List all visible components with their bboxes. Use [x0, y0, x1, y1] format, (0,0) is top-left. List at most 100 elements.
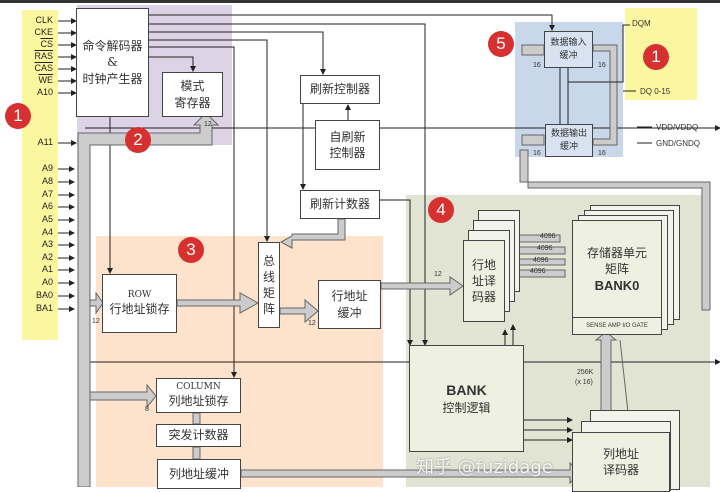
block-label: 矩 [262, 286, 275, 300]
row-decoder-block: 行地 址译 码器 [463, 240, 505, 322]
signal-cs: CS [40, 39, 53, 49]
refresh-controller-block: 刷新控制器 [300, 75, 380, 104]
signal-a1: A1 [41, 264, 53, 274]
signal-a8: A8 [41, 176, 53, 186]
width-label: 4096 [537, 245, 553, 252]
block-label: 码器 [471, 290, 496, 305]
signal-a6: A6 [41, 201, 53, 211]
block-label: 缓冲 [337, 305, 362, 320]
width-label: 256K [577, 369, 594, 376]
burst-counter-block: 突发计数器 [156, 424, 241, 447]
signal-ba1: BA1 [35, 303, 53, 313]
bank-control-logic-block: BANK 控制逻辑 [409, 345, 524, 452]
badge-1-right: 1 [643, 44, 669, 70]
self-refresh-block: 自刷新 控制器 [315, 120, 380, 170]
block-label: 数据输出 [550, 129, 587, 140]
block-label: 阵 [262, 302, 275, 317]
block-label: 线 [262, 269, 275, 284]
block-label: 控制逻辑 [442, 400, 491, 415]
width-label: (x 16) [575, 379, 593, 386]
pin-gnd: GND/GNDQ [656, 139, 700, 148]
width-label: 12 [92, 318, 100, 325]
signal-a10: A10 [36, 87, 53, 97]
badge-1: 1 [5, 103, 31, 129]
pin-vdd: VDD/VDDQ [656, 123, 699, 132]
region-inputs [22, 10, 58, 340]
width-label: 16 [598, 150, 606, 157]
width-label: 8 [145, 406, 149, 413]
refresh-counter-block: 刷新计数器 [300, 190, 380, 219]
block-label: 行地址 [331, 289, 368, 304]
block-label: 址译 [471, 273, 496, 288]
column-decoder-block: 列地址 译码器 [572, 432, 670, 492]
data-input-buffer: 数据输入 缓冲 [544, 31, 593, 68]
bus-matrix-block: 总 线 矩 阵 [258, 242, 280, 328]
width-label: 4096 [533, 257, 549, 264]
block-label: 寄存器 [174, 95, 211, 110]
block-label: 总 [262, 253, 275, 268]
width-label: 4096 [530, 268, 546, 275]
block-label: 存储器单元 [586, 246, 647, 260]
pin-dqm: DQM [632, 19, 651, 28]
mode-register-block: 模式 寄存器 [162, 72, 223, 117]
width-label: 4096 [540, 233, 556, 240]
pin-dq: DQ 0-15 [640, 87, 671, 96]
block-label: BANK [446, 381, 487, 398]
signal-ras: RAS [34, 51, 53, 61]
signal-ba0: BA0 [35, 290, 53, 300]
width-label: 16 [533, 62, 541, 69]
block-label: 行地 [471, 257, 496, 272]
block-label: 突发计数器 [168, 428, 229, 443]
signal-we: WE [38, 75, 54, 85]
command-decoder-block: 命令解码器 & 时钟产生器 [76, 8, 149, 117]
data-output-buffer: 数据输出 缓冲 [545, 124, 593, 157]
block-label: 模式 [180, 79, 205, 94]
block-label: 自刷新 [329, 129, 366, 144]
block-label: 矩阵 [604, 262, 629, 277]
block-label: 时钟产生器 [82, 71, 143, 86]
block-label: ROW [127, 290, 152, 301]
badge-5: 5 [488, 31, 514, 57]
row-buffer-block: 行地址 缓冲 [318, 280, 381, 329]
badge-2: 2 [125, 127, 151, 153]
block-label: COLUMN [176, 382, 221, 393]
signal-clk: CLK [35, 15, 53, 25]
block-label: 控制器 [329, 146, 366, 160]
width-label: 12 [434, 271, 442, 278]
block-label: 刷新计数器 [309, 197, 370, 212]
signal-a2: A2 [41, 252, 53, 262]
watermark: 知乎 @fuzidage [416, 457, 553, 478]
signal-cas: CAS [34, 63, 53, 73]
badge-4: 4 [428, 197, 454, 223]
block-label: 缓冲 [559, 50, 578, 61]
block-label: 列地址缓冲 [168, 466, 229, 481]
signal-a5: A5 [41, 214, 53, 224]
top-border [0, 0, 720, 3]
column-latch-block: COLUMN 列地址锁存 [156, 378, 241, 413]
block-label: BANK0 [594, 278, 640, 294]
signal-a0: A0 [41, 277, 53, 287]
signal-cke: CKE [34, 27, 53, 37]
sense-amp-gate: SENSE AMP I/O GATE [573, 317, 661, 334]
block-label: 译码器 [602, 463, 639, 477]
block-label: & [107, 55, 118, 70]
badge-3: 3 [178, 237, 204, 263]
block-label: 命令解码器 [82, 39, 143, 54]
signal-a3: A3 [41, 239, 53, 249]
width-label: 12 [204, 121, 212, 128]
signal-a4: A4 [41, 227, 53, 237]
block-label: 列地址锁存 [168, 394, 229, 409]
block-label: 数据输入 [550, 38, 587, 49]
column-buffer-block: 列地址缓冲 [157, 459, 241, 489]
signal-a7: A7 [41, 189, 53, 199]
row-latch-block: ROW 行地址锁存 [102, 274, 177, 333]
width-label: 16 [598, 62, 606, 69]
block-label: 缓冲 [559, 141, 578, 152]
signal-a9: A9 [41, 163, 53, 173]
block-label: 刷新控制器 [309, 82, 370, 97]
block-label: 列地址 [602, 446, 639, 461]
width-label: 12 [308, 320, 316, 327]
width-label: 16 [533, 150, 541, 157]
memory-array-block: 存储器单元 矩阵 BANK0 SENSE AMP I/O GATE [572, 220, 662, 335]
signal-a11: A11 [37, 137, 53, 147]
